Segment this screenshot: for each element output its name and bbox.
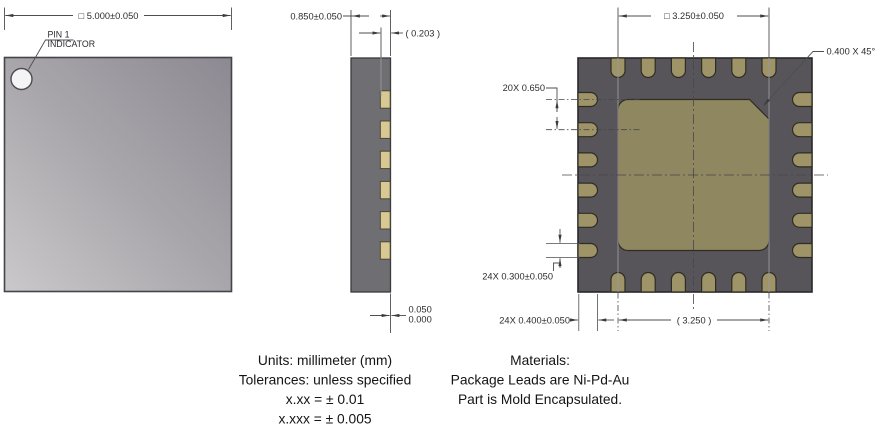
exposed-pad-ref-dim-text: ( 3.250 ): [677, 316, 712, 326]
lead-top: [731, 57, 747, 79]
exposed-pad-ref-dimension: ( 3.250 ): [618, 316, 769, 326]
units-note-line2: Tolerances: unless specified: [239, 372, 412, 387]
lead-left: [577, 212, 599, 228]
side-thickness-dim-text: 0.850±0.050: [290, 12, 342, 22]
lead-width-dimension: 24X 0.300±0.050: [482, 229, 580, 282]
materials-note-line2: Package Leads are Ni-Pd-Au: [451, 372, 630, 387]
materials-note-line1: Materials:: [510, 353, 570, 368]
lead-left: [577, 152, 599, 168]
lead-right: [791, 242, 813, 259]
top-view-outline-dimension: □ 5.000±0.050: [4, 7, 232, 30]
lead-right: [791, 152, 813, 168]
top-view-outline-dim-text: □ 5.000±0.050: [79, 11, 139, 21]
pin1-label-line2: INDICATOR: [48, 39, 96, 49]
lead-top: [701, 57, 717, 79]
pin1-callout: PIN 1 INDICATOR: [28, 30, 96, 70]
pin1-indicator-dot: [10, 67, 33, 91]
materials-note-line3: Part is Mold Encapsulated.: [458, 392, 622, 407]
side-thickness-dimension: 0.850±0.050: [290, 10, 391, 56]
side-lead-pad: [379, 90, 391, 109]
leader-line: [763, 51, 824, 107]
pin1-label-line1: PIN 1: [48, 30, 70, 40]
leader-line: [553, 262, 560, 271]
lead-frame-thickness-dimension: ( 0.203 ): [359, 27, 441, 96]
lead-bottom: [701, 271, 717, 293]
leader-line: [546, 87, 558, 112]
lead-pitch-dimension: 20X 0.650: [503, 83, 642, 131]
lead-frame-thickness-dim-text: ( 0.203 ): [406, 29, 441, 39]
lead-length-dimension: 24X 0.400±0.050: [499, 294, 614, 331]
exposed-pad-dim-text: □ 3.250±0.050: [664, 11, 724, 21]
leader-line: [28, 39, 74, 70]
lead-bottom: [640, 271, 656, 293]
standoff-max-text: 0.050: [409, 305, 432, 315]
lead-right: [791, 122, 813, 138]
notes: Units: millimeter (mm) Tolerances: unles…: [239, 353, 630, 426]
lead-bottom: [731, 271, 747, 293]
side-lead-pad: [379, 211, 391, 230]
side-lead-pad: [379, 180, 391, 200]
lead-length-dim-text: 24X 0.400±0.050: [499, 316, 570, 326]
bottom-view: □ 3.250±0.050 0.400 X 45° 20X 0.650 24X …: [482, 7, 876, 331]
lead-bottom: [670, 271, 686, 293]
standoff-dimension: 0.050 0.000: [370, 293, 432, 333]
lead-right: [791, 182, 813, 198]
lead-left: [577, 242, 599, 259]
lead-top: [670, 57, 686, 79]
standoff-min-text: 0.000: [409, 315, 432, 325]
exposed-pad-dimension: □ 3.250±0.050: [618, 11, 769, 21]
units-note-line1: Units: millimeter (mm): [258, 353, 392, 368]
top-view-package-body: [3, 56, 233, 293]
lead-width-dim-text: 24X 0.300±0.050: [482, 272, 553, 282]
side-view-lead-pads: [379, 90, 391, 260]
units-note-line3: x.xx = ± 0.01: [286, 392, 365, 407]
lead-top: [640, 57, 656, 79]
side-lead-pad: [379, 150, 391, 170]
side-lead-pad: [379, 120, 391, 139]
top-view: □ 5.000±0.050 PIN 1 INDICATOR: [3, 7, 233, 293]
chamfer-dim-text: 0.400 X 45°: [827, 47, 876, 57]
side-view: 0.850±0.050 ( 0.203 ) 0.050 0.000: [290, 10, 440, 333]
lead-right: [791, 212, 813, 228]
units-note-line4: x.xxx = ± 0.005: [278, 412, 371, 426]
lead-left: [577, 182, 599, 198]
side-lead-pad: [379, 241, 391, 260]
chamfer-callout: 0.400 X 45°: [763, 47, 876, 107]
lead-pitch-dim-text: 20X 0.650: [503, 83, 545, 93]
lead-right: [791, 91, 813, 108]
